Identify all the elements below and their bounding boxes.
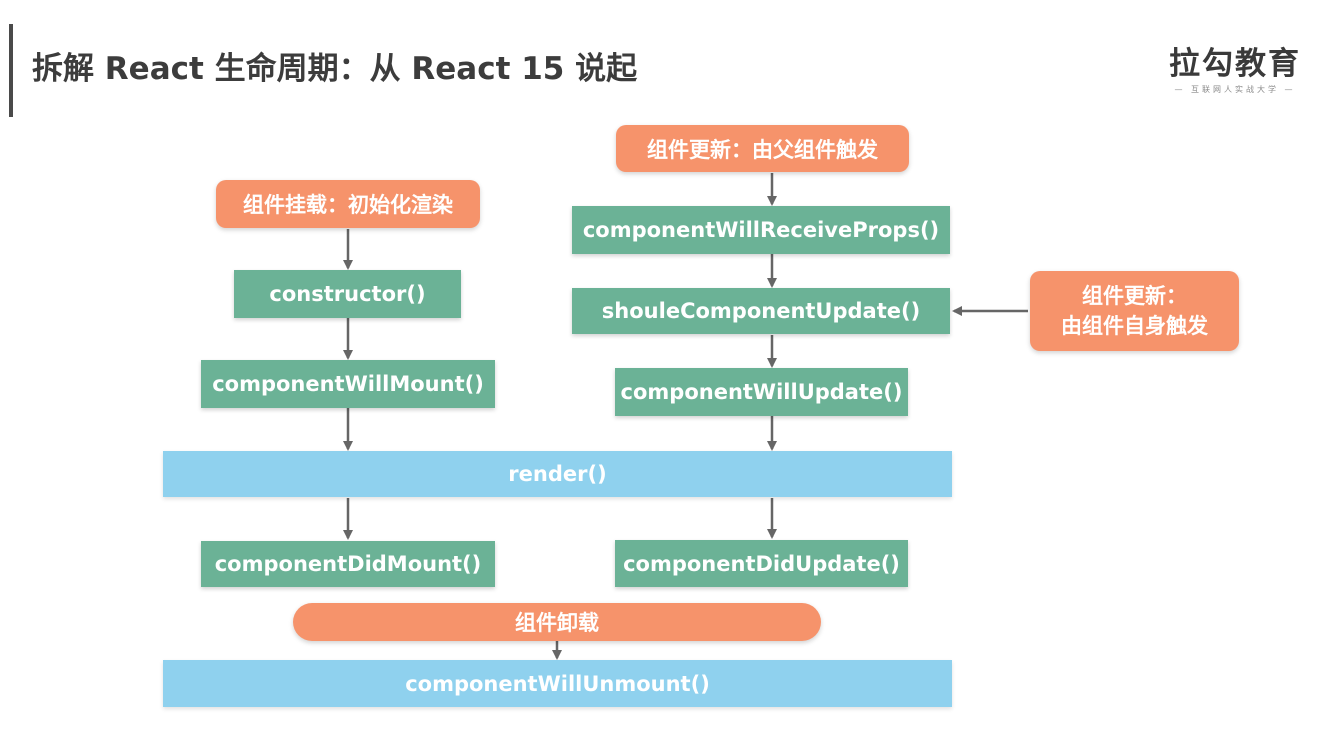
component-will-update-box: componentWillUpdate() <box>615 368 908 416</box>
component-will-unmount-box: componentWillUnmount() <box>163 660 952 707</box>
component-did-mount-box: componentDidMount() <box>201 541 495 587</box>
constructor-box: constructor() <box>234 270 461 318</box>
brand-logo: 拉勾教育 — 互联网人实战大学 — <box>1160 44 1310 96</box>
unmount-trigger: 组件卸载 <box>293 603 821 641</box>
render-box: render() <box>163 451 952 497</box>
logo-name: 拉勾教育 <box>1169 46 1301 82</box>
component-will-mount-box: componentWillMount() <box>201 360 495 408</box>
logo-tagline: — 互联网人实战大学 — <box>1174 85 1296 94</box>
mount-trigger: 组件挂载：初始化渲染 <box>216 180 480 228</box>
self-update-trigger-line2: 由组件自身触发 <box>1061 314 1208 338</box>
self-update-trigger: 组件更新： 由组件自身触发 <box>1030 271 1239 351</box>
parent-update-trigger: 组件更新：由父组件触发 <box>616 125 909 172</box>
component-did-update-box: componentDidUpdate() <box>615 540 908 587</box>
should-component-update-box: shouleComponentUpdate() <box>572 288 950 334</box>
self-update-trigger-line1: 组件更新： <box>1082 284 1187 308</box>
page-title: 拆解 React 生命周期：从 React 15 说起 <box>32 51 638 87</box>
component-will-receive-props-box: componentWillReceiveProps() <box>572 206 950 254</box>
title-accent-bar <box>9 24 13 117</box>
